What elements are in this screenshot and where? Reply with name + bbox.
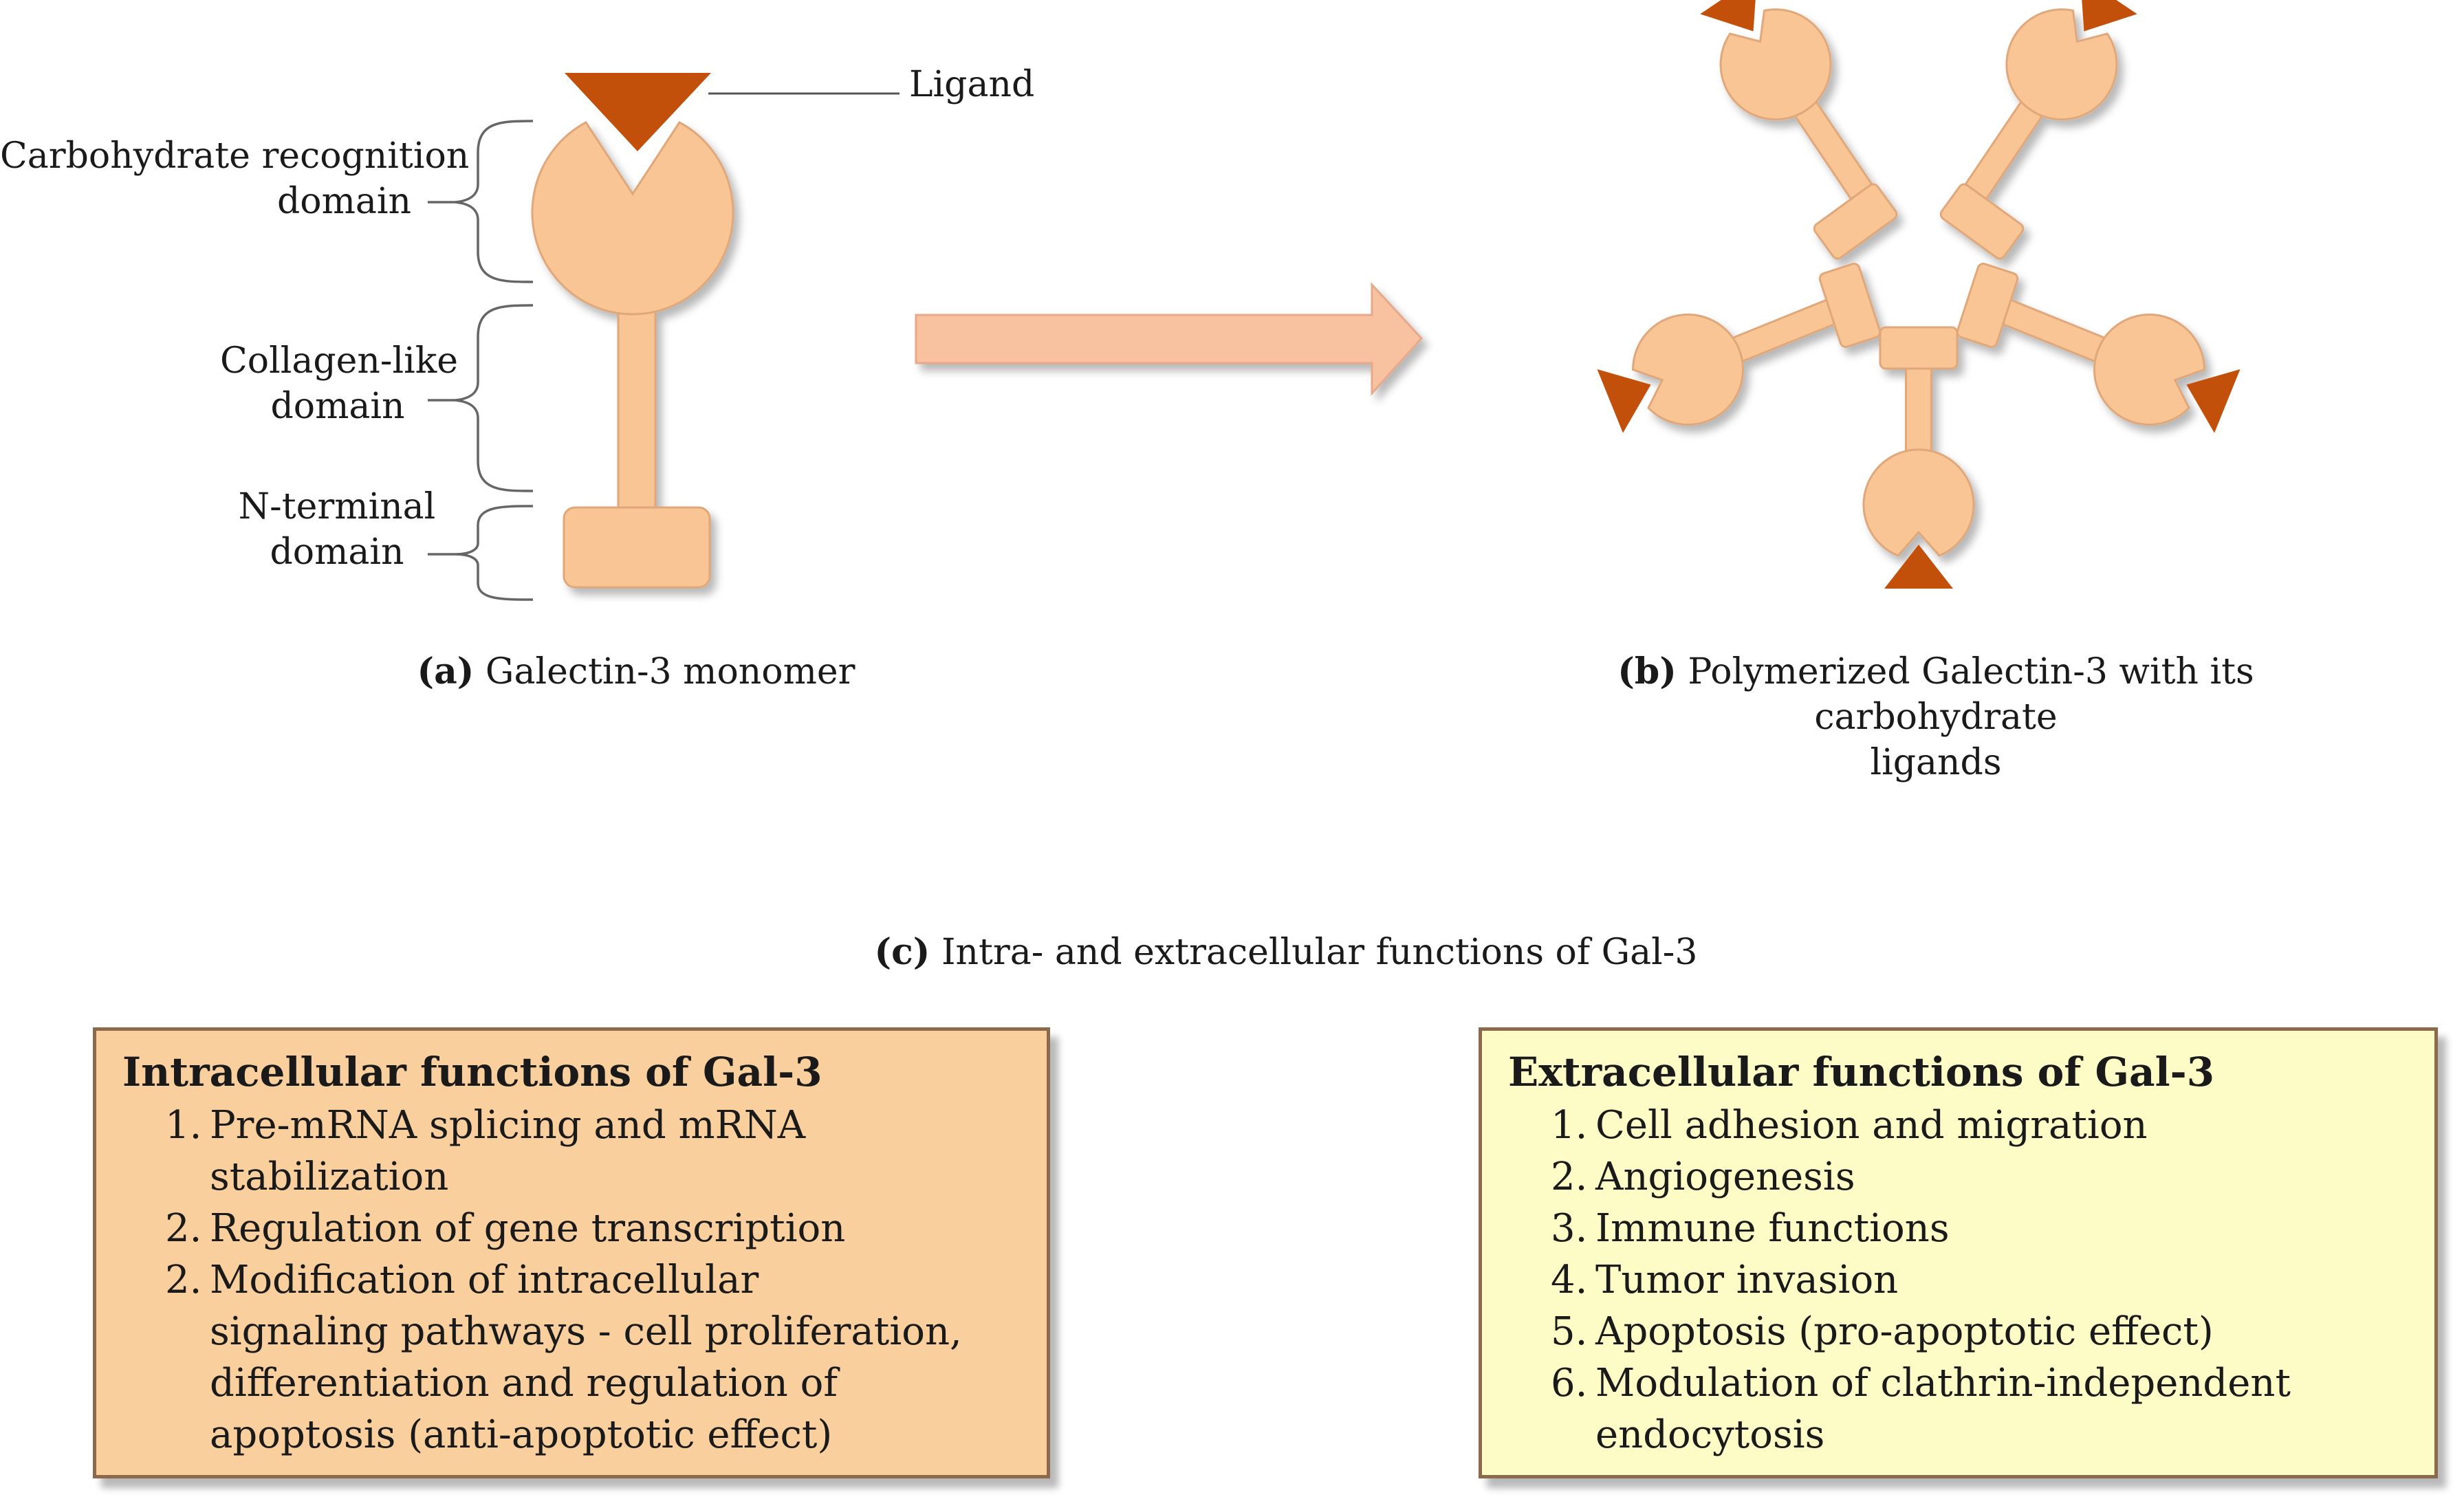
caption-a: (a) Galectin-3 monomer xyxy=(275,649,997,695)
list-item-line: Immune functions xyxy=(1595,1206,1950,1251)
caption-c-letter: (c) xyxy=(874,931,930,973)
intracellular-title: Intracellular functions of Gal-3 xyxy=(122,1049,822,1095)
list-item-line: apoptosis (anti-apoptotic effect) xyxy=(210,1412,833,1457)
crd-label-line1: Carbohydrate recognition xyxy=(0,135,470,177)
intracellular-functions-box: Intracellular functions of Gal-3 1.Pre-m… xyxy=(93,1027,1050,1478)
transition-arrow xyxy=(915,282,1424,396)
extracellular-title: Extracellular functions of Gal-3 xyxy=(1508,1049,2215,1095)
list-item-number: 6. xyxy=(1551,1361,1588,1406)
list-item: 1.Cell adhesion and migration xyxy=(1508,1100,2414,1151)
ligand-label: Ligand xyxy=(909,64,1035,105)
ligand-triangle xyxy=(565,73,711,151)
list-item-number: 1. xyxy=(165,1103,202,1148)
polymer-crd-head xyxy=(1619,296,1761,441)
list-item-line: Modification of intracellular xyxy=(210,1258,759,1302)
caption-c: (c) Intra- and extracellular functions o… xyxy=(756,930,1816,975)
n-terminal-block xyxy=(563,506,711,589)
list-item-number: 2. xyxy=(1551,1155,1588,1199)
list-item-number: 4. xyxy=(1551,1258,1588,1302)
caption-c-text: Intra- and extracellular functions of Ga… xyxy=(941,932,1698,973)
list-item-number: 1. xyxy=(1551,1103,1588,1148)
list-item-number: 2. xyxy=(165,1258,202,1302)
caption-b-line2: ligands xyxy=(1870,742,2002,783)
polymer-core-block xyxy=(1879,326,1959,370)
polymer-core-block xyxy=(1956,263,2019,348)
list-item-line: Angiogenesis xyxy=(1595,1155,1855,1199)
polymer-crd-head xyxy=(1862,448,1975,557)
crd-label-line2: domain xyxy=(276,181,411,222)
list-item: 1.Pre-mRNA splicing and mRNA stabilizatio… xyxy=(122,1100,1026,1203)
list-item-number: 5. xyxy=(1551,1309,1588,1354)
list-item-line: Tumor invasion xyxy=(1595,1258,1899,1302)
collagen-label-line1: Collagen-like xyxy=(220,340,459,382)
collagen-label: Collagen-like domain xyxy=(220,338,459,429)
list-item-line: Apoptosis (pro-apoptotic effect) xyxy=(1595,1309,2214,1354)
list-item: 5.Apoptosis (pro-apoptotic effect) xyxy=(1508,1306,2414,1357)
monomer-figure xyxy=(531,121,734,589)
list-item-line: Modulation of clathrin-independent xyxy=(1595,1361,2291,1406)
list-item-number: 3. xyxy=(1551,1206,1588,1251)
list-item: 6.Modulation of clathrin-independent endo… xyxy=(1508,1357,2414,1461)
brace-group xyxy=(428,120,534,601)
polymer-figure xyxy=(1597,0,2241,589)
extracellular-functions-box: Extracellular functions of Gal-3 1.Cell … xyxy=(1479,1027,2438,1478)
collagen-like-stalk xyxy=(617,301,657,514)
nterm-label-line2: domain xyxy=(270,532,404,573)
caption-b-text: Polymerized Galectin-3 with its carbohyd… xyxy=(1688,651,2254,738)
list-item: 2.Modification of intracellular signaling… xyxy=(122,1254,1026,1461)
list-item-line: Cell adhesion and migration xyxy=(1595,1103,2148,1148)
list-item: 2.Regulation of gene transcription xyxy=(122,1203,1026,1254)
list-item: 3.Immune functions xyxy=(1508,1203,2414,1254)
collagen-brace xyxy=(455,304,534,492)
crd-label: Carbohydrate recognition domain xyxy=(0,133,470,224)
list-item-line: signaling pathways - cell proliferation, xyxy=(210,1309,962,1354)
list-item-line: Regulation of gene transcription xyxy=(210,1206,846,1251)
list-item: 4.Tumor invasion xyxy=(1508,1254,2414,1306)
list-item-line: stabilization xyxy=(210,1155,449,1199)
polymer-crd-head xyxy=(2076,296,2218,441)
nterm-brace xyxy=(455,505,534,601)
list-item-line: differentiation and regulation of xyxy=(210,1361,838,1406)
caption-b-letter: (b) xyxy=(1617,651,1677,692)
list-item: 2.Angiogenesis xyxy=(1508,1151,2414,1203)
caption-b-line1: (b) Polymerized Galectin-3 with its carb… xyxy=(1499,649,2373,740)
caption-a-letter: (a) xyxy=(417,651,475,692)
caption-a-text: Galectin-3 monomer xyxy=(485,651,855,692)
polymer-core-block xyxy=(1818,263,1882,348)
polymer-core-block xyxy=(1939,183,2025,260)
nterm-label-line1: N-terminal xyxy=(238,486,436,527)
collagen-label-line2: domain xyxy=(270,386,405,427)
list-item-number: 2. xyxy=(165,1206,202,1251)
list-item-line: Pre-mRNA splicing and mRNA xyxy=(210,1103,806,1148)
nterm-label: N-terminal domain xyxy=(227,484,447,575)
intracellular-list: 1.Pre-mRNA splicing and mRNA stabilizatio… xyxy=(122,1100,1026,1461)
polymer-core-block xyxy=(1813,183,1898,260)
caption-b: (b) Polymerized Galectin-3 with its carb… xyxy=(1499,649,2373,785)
list-item-line: endocytosis xyxy=(1595,1412,1825,1457)
crd-pacman-shape xyxy=(531,121,734,316)
